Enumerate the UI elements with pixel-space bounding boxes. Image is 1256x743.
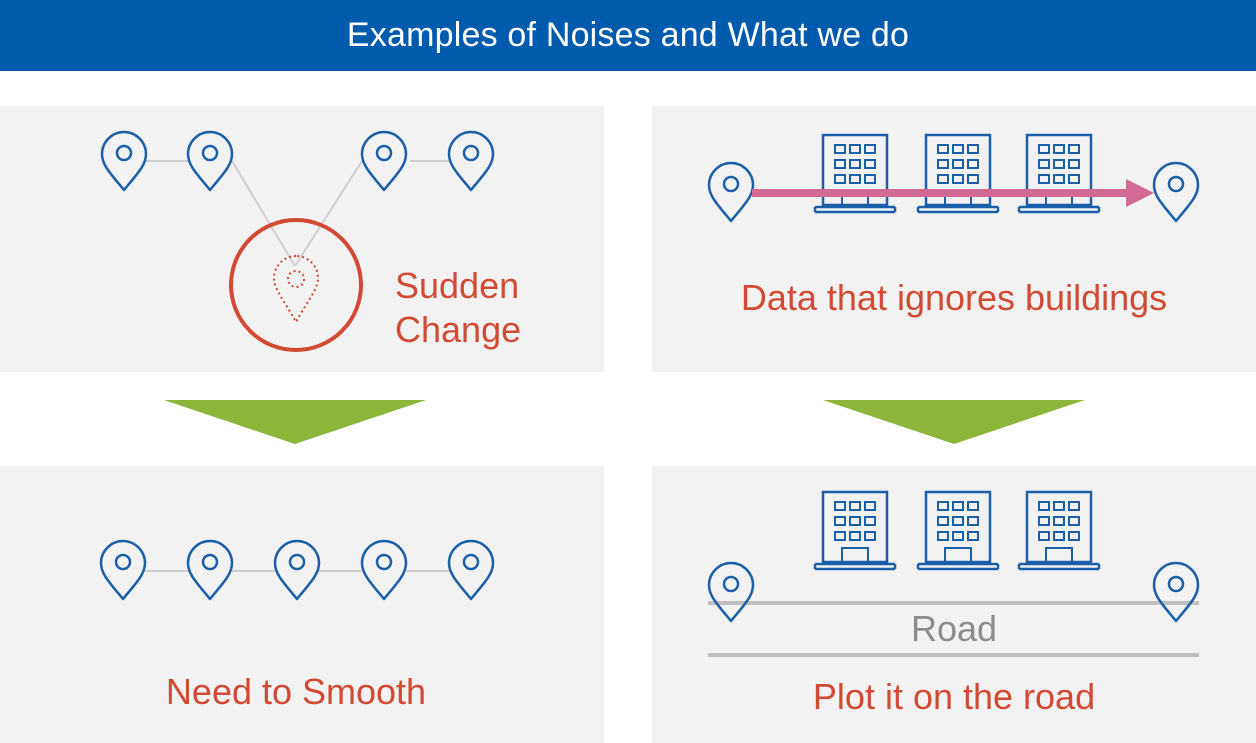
location-pin-icon <box>186 539 234 601</box>
panel-plot-on-road: Road Plot it on the road <box>652 466 1256 743</box>
location-pin-icon <box>99 539 147 601</box>
location-pin-icon <box>707 161 755 223</box>
arrow-down-icon <box>164 400 426 444</box>
page-title: Examples of Noises and What we do <box>346 16 910 54</box>
location-pin-icon <box>447 130 495 192</box>
location-pin-icon <box>100 130 148 192</box>
panel-sudden-change: Sudden Change <box>0 106 604 372</box>
road-label: Road <box>910 608 998 649</box>
need-to-smooth-label: Need to Smooth <box>165 671 427 712</box>
building-icon <box>1017 490 1101 571</box>
sudden-change-diagram <box>100 130 495 352</box>
building-icon <box>916 490 1000 571</box>
sudden-change-label-line2: Change <box>395 309 522 350</box>
building-icon <box>813 490 897 571</box>
ignores-buildings-label: Data that ignores buildings <box>740 277 1168 318</box>
location-pin-icon <box>360 539 408 601</box>
ignores-buildings-diagram <box>707 133 1200 223</box>
building-icon <box>1017 133 1101 214</box>
smoothed-points-diagram <box>99 539 495 601</box>
location-pin-icon <box>1152 161 1200 223</box>
sudden-change-highlight-circle <box>229 218 363 352</box>
sudden-change-label-line1: Sudden <box>395 265 520 306</box>
location-pin-icon <box>360 130 408 192</box>
arrow-right-icon <box>752 179 1154 207</box>
panel-need-to-smooth: Need to Smooth <box>0 466 604 743</box>
page-header: Examples of Noises and What we do <box>0 0 1256 71</box>
location-pin-icon <box>186 130 234 192</box>
plot-on-road-diagram <box>707 490 1200 657</box>
location-pin-icon <box>273 539 321 601</box>
panel-ignores-buildings: Data that ignores buildings <box>652 106 1256 372</box>
building-icon <box>916 133 1000 214</box>
location-pin-icon <box>447 539 495 601</box>
sudden-change-label: Sudden Change <box>395 264 521 352</box>
building-icon <box>813 133 897 214</box>
plot-on-road-label: Plot it on the road <box>812 676 1096 717</box>
arrow-down-icon <box>823 400 1085 444</box>
outlier-pin-icon <box>272 254 320 325</box>
